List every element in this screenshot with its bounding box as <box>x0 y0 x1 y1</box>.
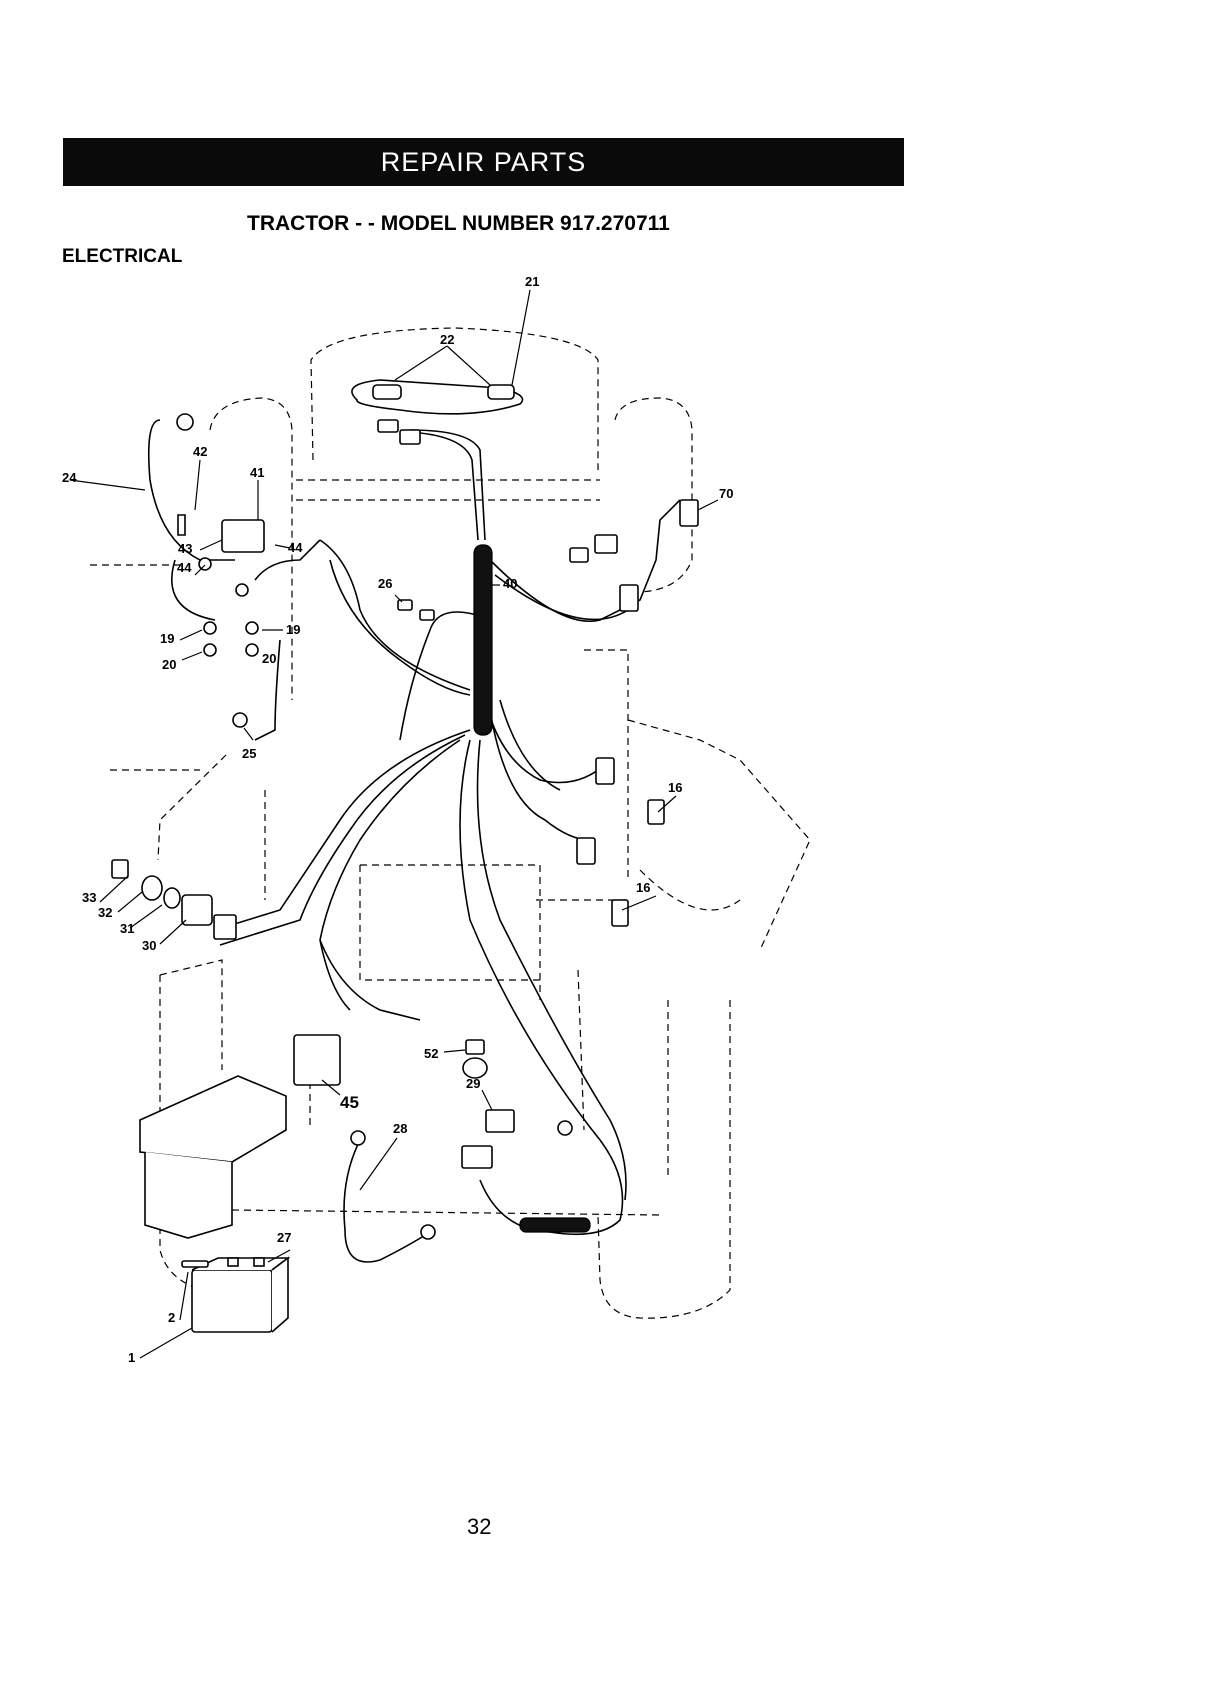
callout-26: 26 <box>378 576 392 591</box>
callout-45: 45 <box>340 1093 359 1112</box>
callout-19-left: 19 <box>160 631 174 646</box>
callout-40: 40 <box>503 576 517 591</box>
callout-20-right: 20 <box>262 651 276 666</box>
callout-16-upper: 16 <box>668 780 682 795</box>
components <box>112 385 698 1332</box>
callout-28: 28 <box>393 1121 407 1136</box>
callout-16-lower: 16 <box>636 880 650 895</box>
callout-42: 42 <box>193 444 207 459</box>
callout-27: 27 <box>277 1230 291 1245</box>
callout-44-left: 44 <box>177 560 192 575</box>
callout-31: 31 <box>120 921 134 936</box>
callout-21: 21 <box>525 274 539 289</box>
callout-43: 43 <box>178 541 192 556</box>
callout-2: 2 <box>168 1310 175 1325</box>
callout-44-right: 44 <box>288 540 303 555</box>
callout-29: 29 <box>466 1076 480 1091</box>
callout-20-left: 20 <box>162 657 176 672</box>
callout-32: 32 <box>98 905 112 920</box>
callout-70: 70 <box>719 486 733 501</box>
callout-1: 1 <box>128 1350 135 1365</box>
callout-22: 22 <box>440 332 454 347</box>
callout-52: 52 <box>424 1046 438 1061</box>
callout-30: 30 <box>142 938 156 953</box>
page-number: 32 <box>467 1514 491 1540</box>
callout-25: 25 <box>242 746 256 761</box>
callout-19-right: 19 <box>286 622 300 637</box>
callout-41: 41 <box>250 465 264 480</box>
callout-33: 33 <box>82 890 96 905</box>
callout-24: 24 <box>62 470 77 485</box>
